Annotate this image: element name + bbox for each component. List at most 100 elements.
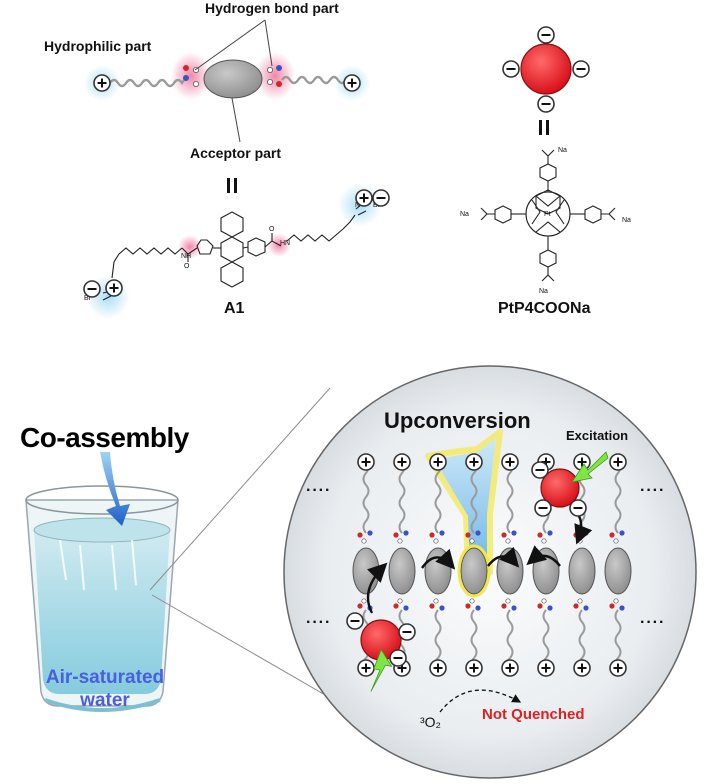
hbond-dot <box>547 530 553 536</box>
donor-ball <box>520 43 572 95</box>
sodium-label-left: Na <box>460 211 469 218</box>
acceptor-core <box>203 59 263 99</box>
minus-charge-icon <box>502 60 520 78</box>
alkyl-chain <box>362 462 370 534</box>
acceptor-part-label: Acceptor part <box>190 145 282 161</box>
plus-charge-icon <box>343 74 361 92</box>
hbond-h-atom <box>397 538 403 544</box>
hbond-h-atom <box>397 598 403 604</box>
acceptor-ellipse <box>388 547 416 595</box>
hbond-dot <box>475 605 481 611</box>
co-assembly-arrow <box>100 452 130 526</box>
co-assembly-label: Co-assembly <box>20 422 189 453</box>
beaker-icon <box>25 485 179 712</box>
hbond-dot <box>465 532 471 538</box>
hbond-dot <box>583 605 589 611</box>
amide-hn-label: HN <box>280 240 290 247</box>
hbond-dot <box>403 530 409 536</box>
acceptor-ellipse <box>352 547 380 595</box>
hbond-dot <box>583 530 589 536</box>
plus-charge-icon <box>501 659 519 677</box>
plus-charge-icon <box>609 453 627 471</box>
hbond-h-atom <box>433 538 439 544</box>
hbond-dot <box>429 532 435 538</box>
alkyl-chain <box>398 462 406 534</box>
plus-charge-icon <box>573 659 591 677</box>
hbond-h-atom <box>613 538 619 544</box>
hbond-dot <box>393 532 399 538</box>
hbond-dot <box>501 532 507 538</box>
plus-charge-icon <box>357 453 375 471</box>
hbond-dot <box>393 603 399 609</box>
plus-charge-icon <box>465 453 483 471</box>
donor-schematic <box>502 26 590 113</box>
acceptor-ellipse <box>496 547 524 595</box>
plus-charge-icon <box>465 659 483 677</box>
equals-right <box>539 120 549 135</box>
upconversion-label: Upconversion <box>384 408 531 433</box>
hbond-dots-right <box>266 65 282 87</box>
hbond-h-atom <box>577 598 583 604</box>
chains-top <box>357 453 627 534</box>
platinum-label: Pt <box>544 211 551 218</box>
acceptor-ellipse <box>604 547 632 595</box>
minus-charge-icon <box>372 189 390 207</box>
excitation-label: Excitation <box>566 428 629 443</box>
alkyl-chain <box>578 609 586 669</box>
alkyl-chain <box>614 462 622 534</box>
alkyl-chain <box>470 609 478 669</box>
donor-top <box>531 451 609 517</box>
alkyl-chain <box>542 609 550 669</box>
amide-o-label-right: O <box>269 226 275 233</box>
a1-molecule <box>86 183 382 319</box>
plus-charge-icon <box>609 659 627 677</box>
hbond-dot <box>501 603 507 609</box>
nitrogen-label-right: N <box>355 202 360 209</box>
donor-bottom <box>346 612 416 692</box>
hbond-h-atom <box>505 538 511 544</box>
plus-charge-icon <box>393 453 411 471</box>
not-quenched-label: Not Quenched <box>482 706 585 723</box>
hbond-dot <box>511 605 517 611</box>
ptp4coona-molecule <box>480 149 616 282</box>
hbond-h-atom <box>541 598 547 604</box>
plus-charge-icon <box>429 659 447 677</box>
plus-charge-icon <box>355 189 373 207</box>
hbond-h-atom <box>361 538 367 544</box>
plus-charge-icon <box>93 74 111 92</box>
continuation-dots-right-top: ···· <box>640 482 666 499</box>
hbond-dot <box>511 530 517 536</box>
hbond-h-atom <box>361 598 367 604</box>
hbond-dot <box>619 605 625 611</box>
emitting-acceptor-highlight <box>457 544 491 598</box>
hbond-h-atom <box>613 598 619 604</box>
hydrogen-bond-part-label: Hydrogen bond part <box>205 0 339 16</box>
continuation-dots-left-top: ···· <box>306 482 332 499</box>
hbond-glow-right <box>255 52 295 100</box>
oxygen-label: ³O₂ <box>420 714 441 730</box>
amide-nh-label: NH <box>181 253 191 260</box>
hbond-dot <box>537 532 543 538</box>
hbond-dot <box>439 605 445 611</box>
acceptor-ellipse <box>460 547 488 595</box>
amphiphile-schematic <box>84 19 370 143</box>
plus-charge-icon <box>357 659 375 677</box>
alkyl-chain <box>470 462 478 534</box>
hbond-dot <box>367 530 373 536</box>
plus-charge-icon <box>537 659 555 677</box>
sodium-label-bottom: Na <box>539 288 548 295</box>
alkyl-chain <box>434 462 442 534</box>
continuation-dots-right-bottom: ···· <box>640 614 666 631</box>
hbond-dot <box>537 603 543 609</box>
hbond-glow-left <box>171 52 211 100</box>
hbond-h-atom <box>505 598 511 604</box>
hbond-h-atom <box>433 598 439 604</box>
hbond-h-atom <box>469 598 475 604</box>
air-saturated-label: Air-saturated <box>45 667 165 688</box>
alkyl-chain <box>434 609 442 669</box>
water-label: water <box>80 690 130 711</box>
oxygen-arrow <box>439 689 522 713</box>
hbond-dot <box>357 532 363 538</box>
